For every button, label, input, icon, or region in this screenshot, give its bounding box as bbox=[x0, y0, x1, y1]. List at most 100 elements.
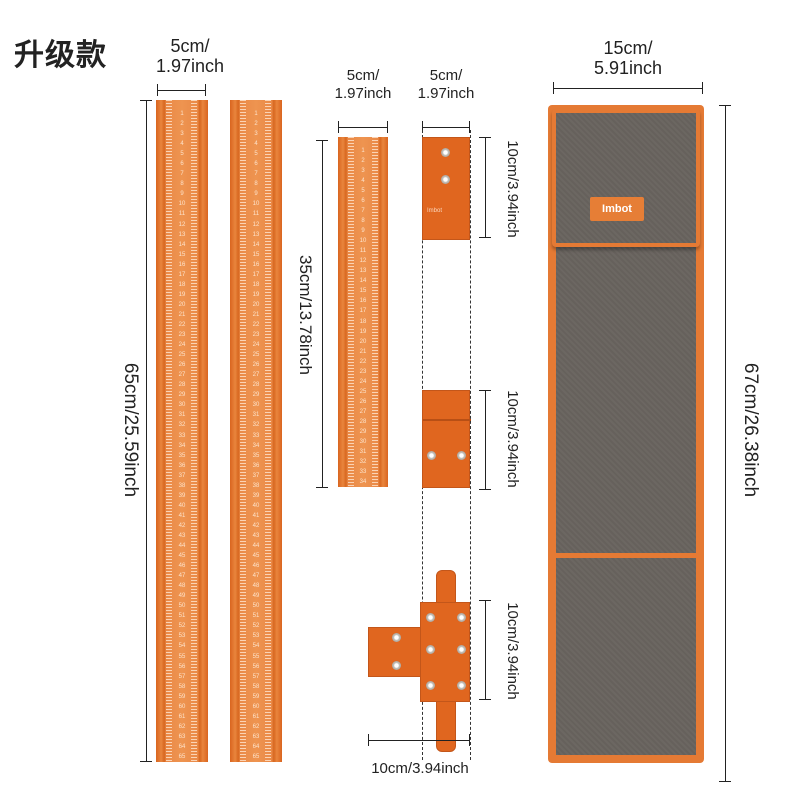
short-ruler-length-line bbox=[316, 140, 328, 488]
ruler-number: 16 bbox=[252, 261, 260, 268]
clamp-block-2 bbox=[422, 390, 471, 488]
dim-inch: 1.97inch bbox=[334, 85, 392, 102]
ruler-number: 37 bbox=[178, 472, 186, 479]
clamp-1-height-label: 10cm/3.94inch bbox=[504, 140, 521, 238]
ruler-ticks bbox=[191, 100, 198, 762]
clamp-3-height-line bbox=[479, 600, 491, 700]
screw-icon bbox=[426, 681, 435, 690]
ruler-number: 18 bbox=[359, 318, 367, 325]
ruler-number: 27 bbox=[252, 372, 260, 379]
ruler-ticks bbox=[240, 100, 247, 762]
ruler-number: 45 bbox=[252, 553, 260, 560]
dim-cm: 5cm/ bbox=[170, 36, 210, 56]
ruler-number: 65 bbox=[252, 753, 260, 760]
ruler-number: 33 bbox=[252, 432, 260, 439]
ruler-number: 13 bbox=[359, 268, 367, 275]
ruler-number: 50 bbox=[252, 603, 260, 610]
ruler-number: 33 bbox=[178, 432, 186, 439]
screw-icon bbox=[457, 451, 466, 460]
ruler-number: 39 bbox=[252, 492, 260, 499]
ruler-number: 56 bbox=[178, 663, 186, 670]
ruler-number: 9 bbox=[180, 191, 184, 198]
ruler-number: 32 bbox=[252, 422, 260, 429]
ruler-number: 40 bbox=[178, 502, 186, 509]
clamp-2-height-line bbox=[479, 390, 491, 490]
ruler-ticks bbox=[348, 137, 354, 487]
dim-cm: 15cm/ bbox=[603, 38, 653, 58]
ruler-number: 46 bbox=[178, 563, 186, 570]
ruler-number: 20 bbox=[252, 301, 260, 308]
ruler-number: 26 bbox=[178, 362, 186, 369]
ruler-number: 25 bbox=[359, 388, 367, 395]
ruler-number: 17 bbox=[359, 308, 367, 315]
ruler-number: 6 bbox=[180, 161, 184, 168]
clamp-3-height-label: 10cm/3.94inch bbox=[504, 602, 521, 700]
ruler-number: 57 bbox=[178, 673, 186, 680]
ruler-number: 2 bbox=[180, 121, 184, 128]
short-ruler-width-line bbox=[338, 121, 388, 133]
ruler-number: 5 bbox=[254, 151, 258, 158]
ruler-number: 3 bbox=[361, 168, 365, 175]
ruler-number: 1 bbox=[254, 111, 258, 118]
clamp-2-height-label: 10cm/3.94inch bbox=[504, 390, 521, 488]
ruler-number: 16 bbox=[359, 298, 367, 305]
screw-icon bbox=[441, 175, 450, 184]
ruler-number: 42 bbox=[178, 522, 186, 529]
ruler-number: 8 bbox=[361, 218, 365, 225]
ruler-number: 19 bbox=[178, 291, 186, 298]
bag-width-line bbox=[553, 82, 703, 94]
ruler-number: 24 bbox=[359, 378, 367, 385]
ruler-number: 13 bbox=[178, 231, 186, 238]
ruler-number: 31 bbox=[252, 412, 260, 419]
ruler-number: 62 bbox=[252, 723, 260, 730]
screw-icon bbox=[392, 661, 401, 670]
ruler-number: 26 bbox=[359, 398, 367, 405]
ruler-number: 24 bbox=[178, 342, 186, 349]
ruler-number: 35 bbox=[178, 452, 186, 459]
screw-icon bbox=[457, 613, 466, 622]
ruler-number: 59 bbox=[178, 693, 186, 700]
ruler-number: 63 bbox=[178, 733, 186, 740]
clamp-width-line bbox=[422, 121, 470, 133]
ruler-number: 29 bbox=[178, 392, 186, 399]
ruler-number: 23 bbox=[359, 368, 367, 375]
ruler-number: 14 bbox=[359, 278, 367, 285]
dim-inch: 1.97inch bbox=[155, 56, 225, 76]
ruler-number: 27 bbox=[178, 372, 186, 379]
ruler-number: 54 bbox=[252, 643, 260, 650]
ruler-number: 17 bbox=[252, 271, 260, 278]
ruler-number: 39 bbox=[178, 492, 186, 499]
ruler-number: 47 bbox=[178, 573, 186, 580]
ruler-number: 48 bbox=[178, 583, 186, 590]
clamp-block-3 bbox=[420, 602, 470, 702]
ruler-number: 10 bbox=[178, 201, 186, 208]
ruler-number: 8 bbox=[254, 181, 258, 188]
ruler-number: 60 bbox=[178, 703, 186, 710]
ruler-number: 49 bbox=[178, 593, 186, 600]
ruler-number: 12 bbox=[252, 221, 260, 228]
bag-length-line bbox=[719, 105, 731, 782]
ruler-number: 15 bbox=[178, 251, 186, 258]
ruler-number: 27 bbox=[359, 408, 367, 415]
ruler-number: 36 bbox=[252, 462, 260, 469]
ruler-number: 13 bbox=[252, 231, 260, 238]
ruler-number: 1 bbox=[180, 111, 184, 118]
dim-inch: 1.97inch bbox=[417, 85, 475, 102]
ruler-number: 7 bbox=[254, 171, 258, 178]
ruler-number: 7 bbox=[361, 208, 365, 215]
ruler-number: 6 bbox=[361, 198, 365, 205]
ruler-number: 22 bbox=[178, 321, 186, 328]
ruler-number: 64 bbox=[178, 743, 186, 750]
bag-flap: Imbot bbox=[552, 109, 700, 247]
clamp-width-label: 5cm/ 1.97inch bbox=[403, 67, 489, 103]
clamp-assembly-width-label: 10cm/3.94inch bbox=[371, 760, 469, 777]
long-ruler-length-line bbox=[140, 100, 152, 762]
ruler-number: 22 bbox=[252, 321, 260, 328]
ruler-number: 58 bbox=[252, 683, 260, 690]
screw-icon bbox=[457, 681, 466, 690]
dim-inch: 5.91inch bbox=[593, 58, 663, 78]
ruler-number: 35 bbox=[252, 452, 260, 459]
ruler-number: 22 bbox=[359, 358, 367, 365]
ruler-ticks bbox=[265, 100, 272, 762]
